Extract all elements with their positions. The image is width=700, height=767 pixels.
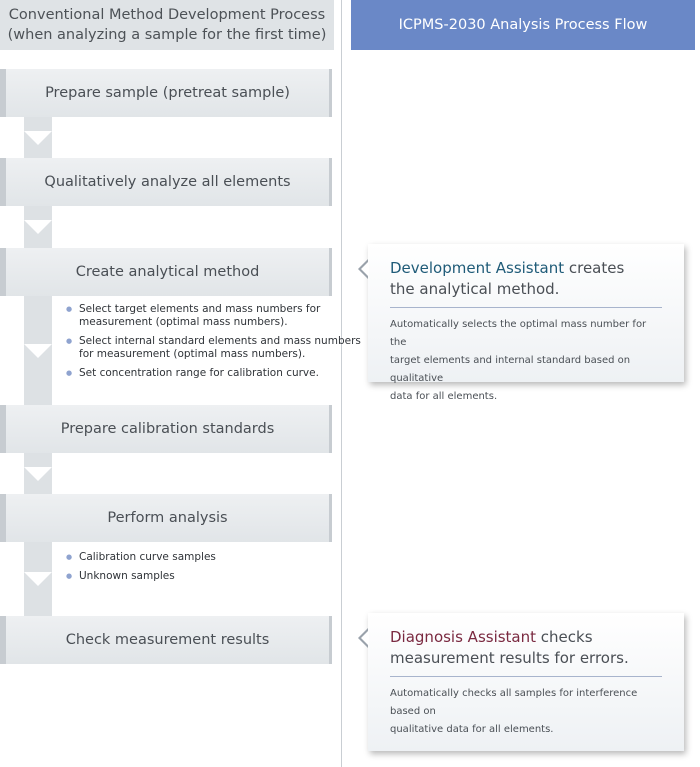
step-prepare-calibration: Prepare calibration standards: [0, 405, 332, 453]
analysis-bullet-list: Calibration curve samples Unknown sample…: [66, 551, 216, 589]
down-arrow-5: [24, 572, 52, 586]
icpms-flow-header: ICPMS-2030 Analysis Process Flow: [351, 0, 695, 50]
diagnosis-callout-text: Automatically checks all samples for int…: [390, 688, 638, 735]
method-bullet-list: Select target elements and mass numbers …: [66, 303, 361, 386]
diagnosis-assistant-name: Diagnosis Assistant: [390, 628, 537, 646]
conventional-header-line-1: Conventional Method Development Process: [8, 7, 326, 23]
step-create-method: Create analytical method: [0, 248, 332, 296]
method-bullet: Select target elements and mass numbers …: [66, 303, 361, 329]
development-callout-title: Development Assistant creates the analyt…: [390, 258, 662, 308]
step-prepare-sample: Prepare sample (pretreat sample): [0, 69, 332, 117]
method-bullet: Set concentration range for calibration …: [66, 367, 361, 380]
down-arrow-3: [24, 344, 52, 358]
down-arrow-4: [24, 467, 52, 481]
analysis-bullet: Unknown samples: [66, 570, 216, 583]
method-bullet: Select internal standard elements and ma…: [66, 335, 361, 361]
down-arrow-1: [24, 131, 52, 145]
diagnosis-callout-title: Diagnosis Assistant checks measurement r…: [390, 627, 662, 677]
diagnosis-assistant-callout: Diagnosis Assistant checks measurement r…: [358, 613, 684, 751]
step-check-results: Check measurement results: [0, 616, 332, 664]
development-assistant-name: Development Assistant: [390, 259, 565, 277]
analysis-bullet: Calibration curve samples: [66, 551, 216, 564]
conventional-process-header: Conventional Method Development Process …: [0, 0, 334, 50]
column-divider: [341, 0, 342, 767]
step-perform-analysis: Perform analysis: [0, 494, 332, 542]
step-qualitative-analysis: Qualitatively analyze all elements: [0, 158, 332, 206]
development-callout-text: Automatically selects the optimal mass n…: [390, 319, 647, 402]
development-assistant-callout: Development Assistant creates the analyt…: [358, 244, 684, 402]
conventional-header-line-2: (when analyzing a sample for the first t…: [7, 27, 327, 43]
down-arrow-2: [24, 220, 52, 234]
